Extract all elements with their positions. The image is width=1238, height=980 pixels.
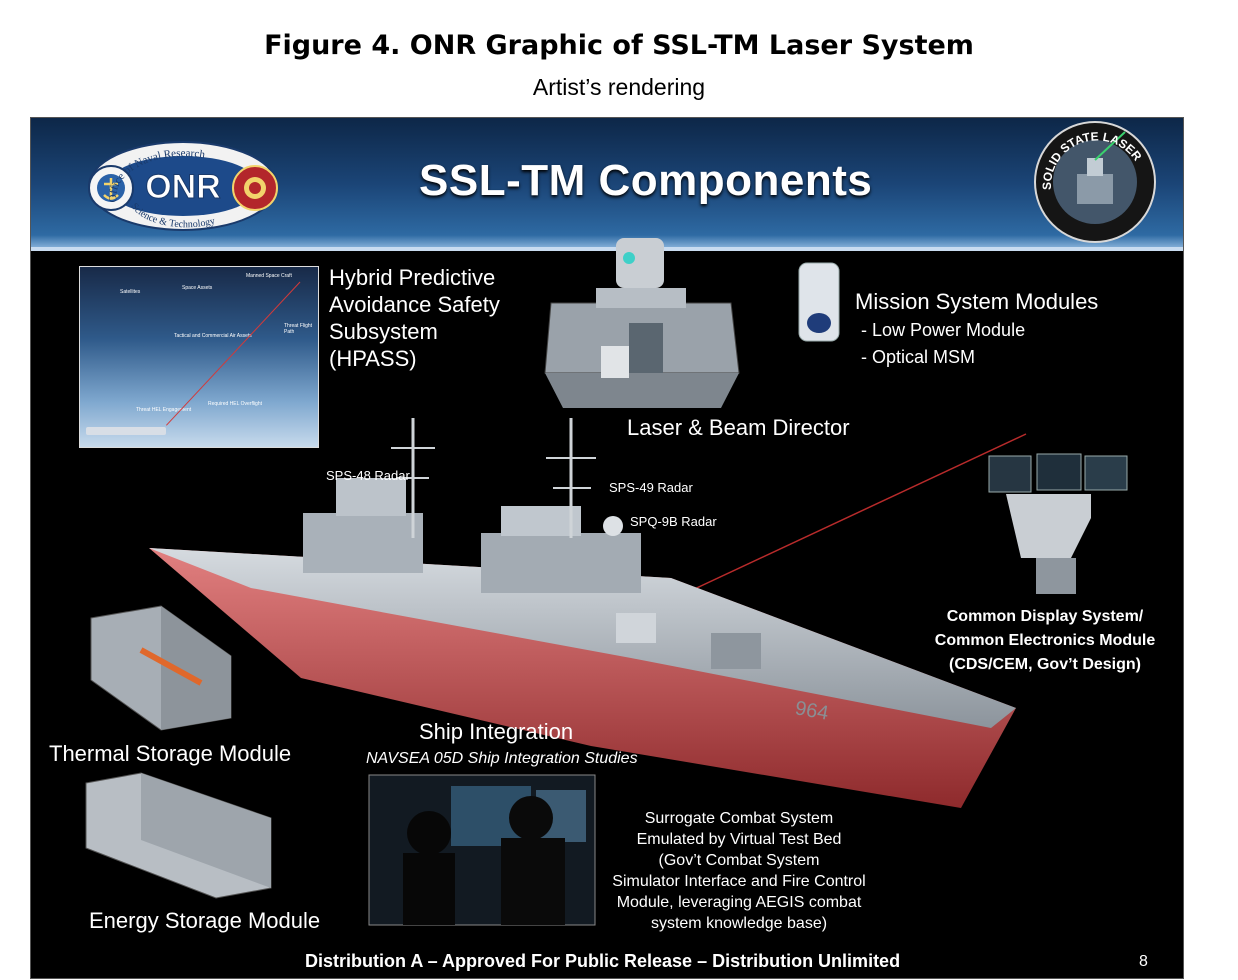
- spq9b-label: SPQ-9B Radar: [630, 514, 717, 529]
- page-number: 8: [1139, 953, 1148, 970]
- mission-modules-list: - Low Power Module - Optical MSM: [861, 317, 1025, 371]
- cds-line-3: (CDS/CEM, Gov’t Design): [948, 656, 1141, 673]
- laser-mount-on-ship: [616, 613, 656, 643]
- inset-label-satellites: Satellites: [120, 289, 141, 295]
- mission-module-item: - Optical MSM: [861, 347, 976, 367]
- surrogate-line: (Gov’t Combat System: [658, 852, 820, 869]
- hpass-inset-image: Satellites Space Assets Manned Space Cra…: [79, 266, 319, 448]
- green-beam-icon: [1094, 131, 1126, 161]
- console-seat: [1036, 558, 1076, 594]
- cds-label: Common Display System/ Common Electronic…: [915, 605, 1175, 677]
- inset-label-space-assets: Space Assets: [182, 285, 213, 291]
- surrogate-line: Simulator Interface and Fire Control: [612, 873, 866, 890]
- onr-letters: ONR: [145, 168, 221, 206]
- figure-title: Figure 4. ONR Graphic of SSL-TM Laser Sy…: [264, 30, 974, 61]
- mission-module-item: - Low Power Module: [861, 320, 1026, 340]
- cds-line-2: Common Electronics Module: [934, 632, 1156, 649]
- cds-line-1: Common Display System/: [946, 608, 1144, 625]
- hpass-line-4: (HPASS): [329, 346, 417, 371]
- surrogate-line: Surrogate Combat System: [644, 810, 834, 827]
- thermal-storage-label: Thermal Storage Module: [49, 741, 292, 766]
- slide-header: Office of Naval Research Science & Techn…: [31, 118, 1183, 251]
- solid-state-laser-badge: SOLID STATE LASER: [1034, 121, 1156, 243]
- inset-label-overflight: Required HEL Overflight: [208, 401, 263, 407]
- hpass-label: Hybrid Predictive Avoidance Safety Subsy…: [329, 264, 500, 372]
- ship-hull: [149, 548, 1016, 808]
- hpass-line-1: Hybrid Predictive: [329, 265, 496, 290]
- hpass-line-2: Avoidance Safety: [329, 292, 500, 317]
- mission-modules-title: Mission System Modules: [855, 289, 1099, 314]
- energy-storage-label: Energy Storage Module: [89, 908, 321, 933]
- ship-integration-subtitle: NAVSEA 05D Ship Integration Studies: [366, 750, 638, 767]
- surrogate-line: Module, leveraging AEGIS combat: [616, 894, 862, 911]
- slide: Office of Naval Research Science & Techn…: [30, 117, 1184, 979]
- sps49-label: SPS-49 Radar: [609, 480, 693, 495]
- hpass-line-3: Subsystem: [329, 319, 438, 344]
- ship-integration-title: Ship Integration: [419, 719, 574, 744]
- inset-label-threat-path: Threat Flight Path: [284, 323, 313, 335]
- slide-title: SSL-TM Components: [419, 156, 873, 205]
- ship-illustration: [85, 238, 1128, 926]
- inset-label-manned: Manned Space Craft: [246, 273, 292, 279]
- onr-logo: Office of Naval Research Science & Techn…: [88, 141, 278, 231]
- inset-label-engagement: Threat HEL Engagement: [136, 407, 192, 413]
- inset-label-tactical: Tactical and Commercial Air Assets: [174, 333, 252, 339]
- figure-subtitle: Artist’s rendering: [532, 74, 706, 100]
- beam-director-turret: [616, 238, 664, 288]
- ship-deck: [149, 548, 1016, 728]
- surrogate-line: Emulated by Virtual Test Bed: [636, 831, 842, 848]
- distribution-statement: Distribution A – Approved For Public Rel…: [305, 951, 901, 971]
- laser-beam-line: [640, 433, 1027, 615]
- laser-beam-director-label: Laser & Beam Director: [627, 415, 850, 440]
- surrogate-line: system knowledge base): [650, 915, 828, 932]
- slide-footer: Distribution A – Approved For Public Rel…: [31, 951, 1183, 975]
- sps48-label: SPS-48 Radar: [326, 468, 410, 483]
- surrogate-combat-label: Surrogate Combat System Emulated by Virt…: [579, 808, 899, 934]
- hpass-ship-icon: [86, 427, 166, 435]
